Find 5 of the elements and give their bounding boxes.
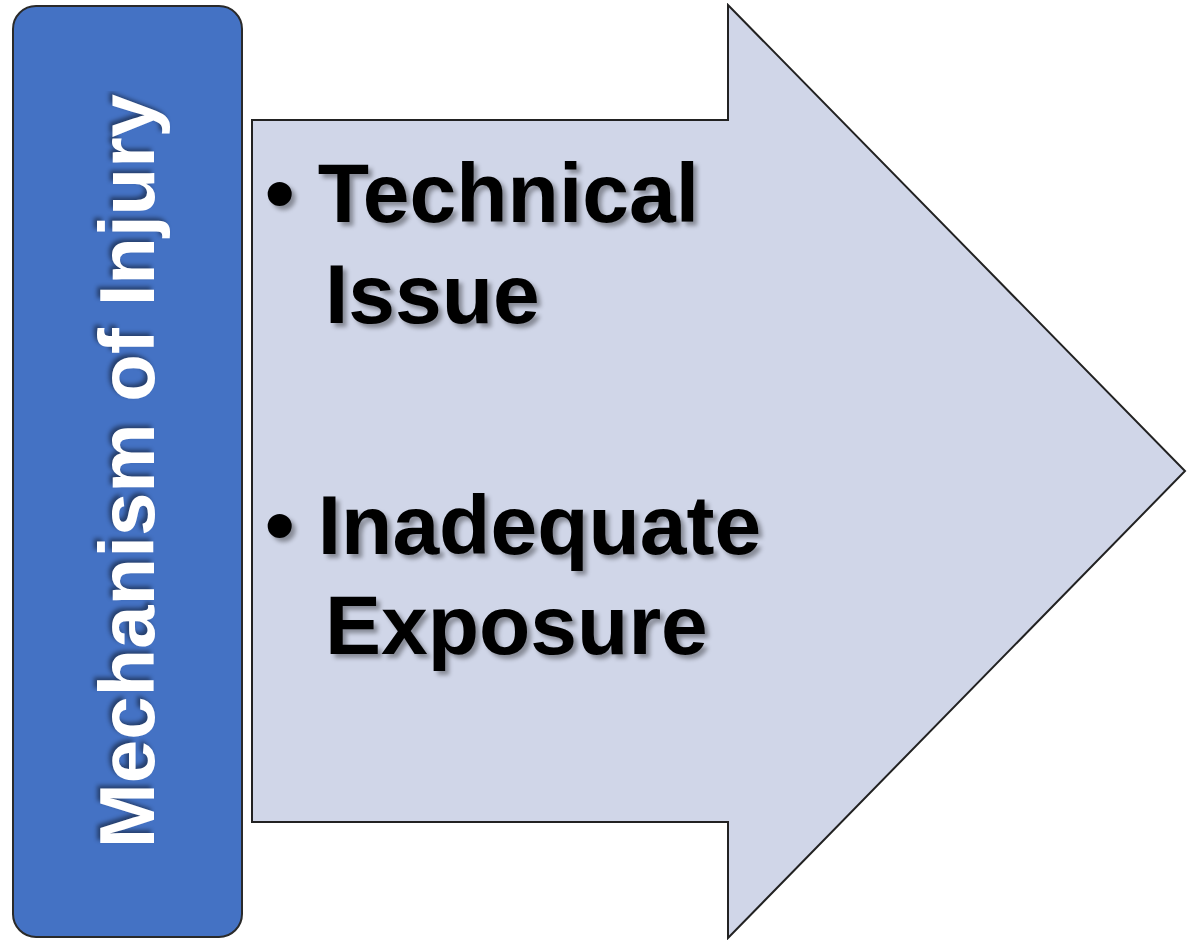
title-bar xyxy=(12,5,243,938)
block-arrow xyxy=(250,3,1187,940)
bullet-text: • Inadequate Exposure xyxy=(265,476,763,675)
vertical-heading: Mechanism of Injury xyxy=(82,94,172,849)
bullet-text: • Technical Issue xyxy=(265,145,700,343)
